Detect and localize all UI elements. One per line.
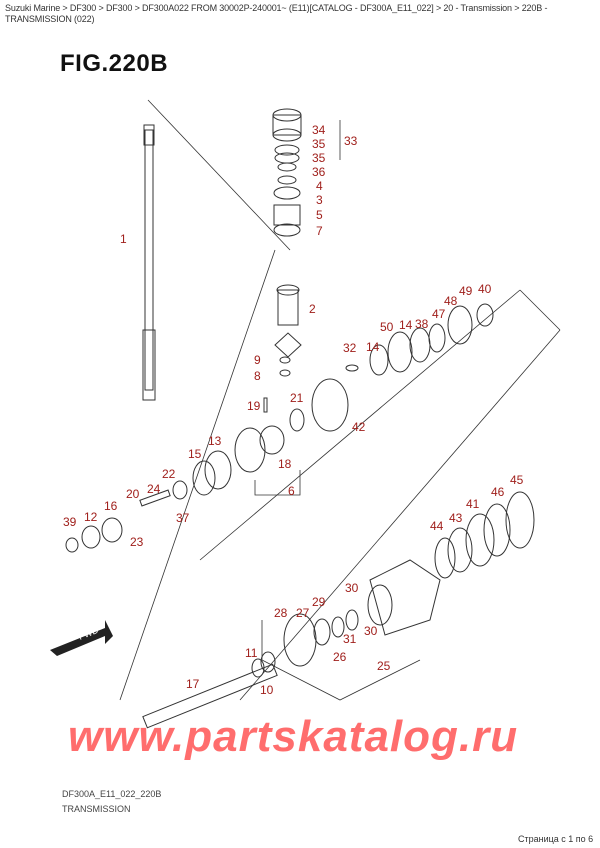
callout[interactable]: 38 <box>415 317 429 331</box>
callout[interactable]: 31 <box>343 632 357 646</box>
callout[interactable]: 35 <box>312 151 326 165</box>
callout[interactable]: 44 <box>430 519 444 533</box>
callout[interactable]: 6 <box>288 484 295 498</box>
callout[interactable]: 46 <box>491 485 505 499</box>
callout[interactable]: 43 <box>449 511 463 525</box>
callout[interactable]: 29 <box>312 595 326 609</box>
callout[interactable]: 22 <box>162 467 176 481</box>
callout[interactable]: 39 <box>63 515 77 529</box>
gear-assembly <box>65 303 494 553</box>
callout[interactable]: 20 <box>126 487 140 501</box>
forward-arrow-icon: FWD <box>50 620 113 656</box>
page-indicator: Страница с 1 по 6 <box>518 834 594 844</box>
callout[interactable]: 2 <box>309 302 316 316</box>
diagram-code: DF300A_E11_022_220B <box>62 789 162 799</box>
callout[interactable]: 10 <box>260 683 274 697</box>
callout[interactable]: 45 <box>510 473 524 487</box>
drive-shaft <box>142 124 156 401</box>
callout[interactable]: 17 <box>186 677 200 691</box>
callout[interactable]: 23 <box>130 535 144 549</box>
callout[interactable]: 25 <box>377 659 391 673</box>
callout[interactable]: 7 <box>316 224 323 238</box>
callout[interactable]: 36 <box>312 165 326 179</box>
callout[interactable]: 4 <box>316 179 323 193</box>
figure-title: FIG.220B <box>60 50 169 77</box>
upper-bearing-stack <box>272 108 302 377</box>
callout[interactable]: 42 <box>352 420 366 434</box>
bearing-housing-assembly <box>283 491 535 667</box>
callout[interactable]: 14 <box>399 318 413 332</box>
callout[interactable]: 24 <box>147 482 161 496</box>
callout[interactable]: 48 <box>444 294 458 308</box>
callout[interactable]: 28 <box>274 606 288 620</box>
callout[interactable]: 35 <box>312 137 326 151</box>
watermark: www.partskatalog.ru <box>68 712 519 761</box>
callout[interactable]: 15 <box>188 447 202 461</box>
callout[interactable]: 8 <box>254 369 261 383</box>
guide-lines <box>119 99 561 701</box>
callout[interactable]: 27 <box>296 606 310 620</box>
callout[interactable]: 50 <box>380 320 394 334</box>
diagram-caption: TRANSMISSION <box>62 804 131 814</box>
callout[interactable]: 41 <box>466 497 480 511</box>
callout[interactable]: 30 <box>364 624 378 638</box>
callout[interactable]: 9 <box>254 353 261 367</box>
callout[interactable]: 30 <box>345 581 359 595</box>
callout[interactable]: 18 <box>278 457 292 471</box>
callout[interactable]: 21 <box>290 391 304 405</box>
callout[interactable]: 13 <box>208 434 222 448</box>
callout[interactable]: 40 <box>478 282 492 296</box>
callout[interactable]: 47 <box>432 307 446 321</box>
callout[interactable]: 14 <box>366 340 380 354</box>
callout[interactable]: 3 <box>316 193 323 207</box>
breadcrumb[interactable]: Suzuki Marine > DF300 > DF300 > DF300A02… <box>5 3 548 24</box>
callouts: 34 33 35 35 36 4 3 5 7 1 2 49 40 48 47 3… <box>63 123 524 697</box>
callout[interactable]: 37 <box>176 511 190 525</box>
callout[interactable]: 49 <box>459 284 473 298</box>
callout[interactable]: 1 <box>120 232 127 246</box>
callout[interactable]: 11 <box>245 646 258 660</box>
callout[interactable]: 26 <box>333 650 347 664</box>
callout[interactable]: 5 <box>316 208 323 222</box>
callout[interactable]: 12 <box>84 510 98 524</box>
callout[interactable]: 34 <box>312 123 326 137</box>
callout[interactable]: 16 <box>104 499 118 513</box>
callout[interactable]: 33 <box>344 134 358 148</box>
propeller-shaft <box>142 651 278 729</box>
callout[interactable]: 19 <box>247 399 261 413</box>
callout[interactable]: 32 <box>343 341 357 355</box>
